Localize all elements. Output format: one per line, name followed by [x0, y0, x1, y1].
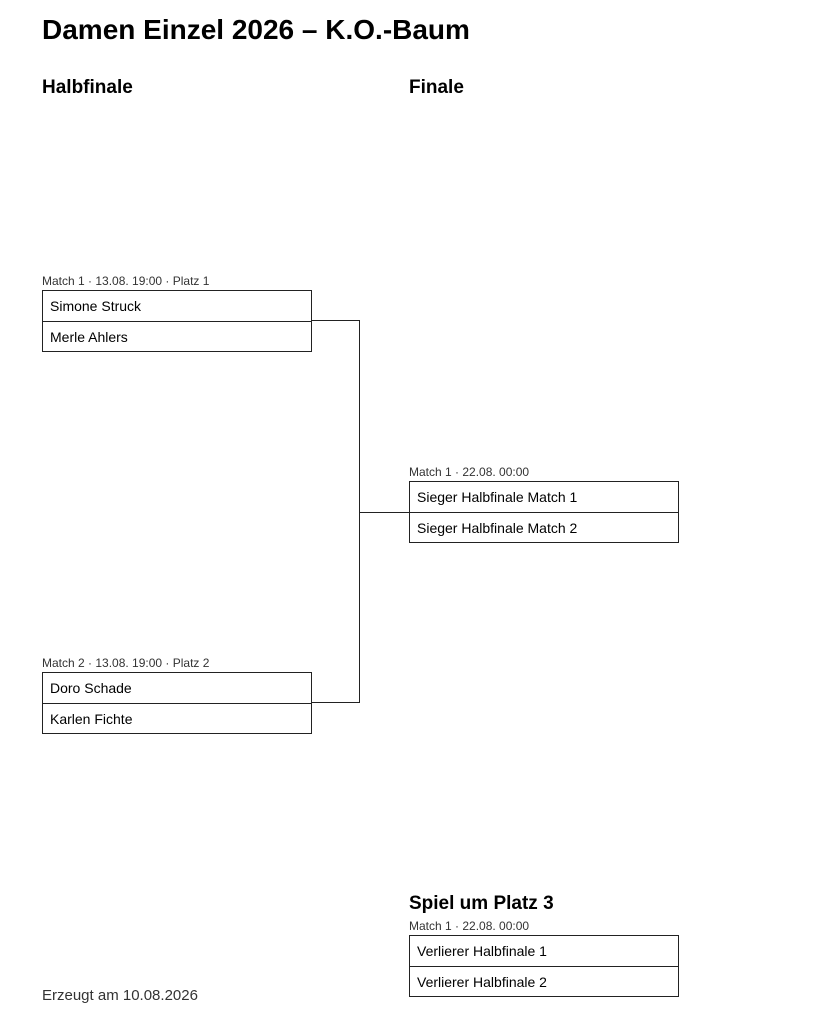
- third-place-player-2: Verlierer Halbfinale 2: [410, 966, 678, 996]
- third-place-title: Spiel um Platz 3: [409, 893, 554, 914]
- semifinal-match-2-player-2: Karlen Fichte: [43, 703, 311, 733]
- round-header-semifinal: Halbfinale: [42, 77, 133, 98]
- bracket-connector-vertical: [359, 320, 361, 703]
- semifinal-match-2-player-1: Doro Schade: [50, 680, 132, 696]
- semifinal-match-1-meta: Match 1 · 13.08. 19:00 · Platz 1: [42, 274, 210, 288]
- semifinal-match-2-meta: Match 2 · 13.08. 19:00 · Platz 2: [42, 656, 210, 670]
- final-match-player-2: Sieger Halbfinale Match 2: [410, 512, 678, 542]
- bracket-connector-top: [311, 320, 360, 322]
- generated-date: Erzeugt am 10.08.2026: [42, 987, 198, 1004]
- page-title: Damen Einzel 2026 – K.O.-Baum: [42, 14, 470, 45]
- third-place-meta: Match 1 · 22.08. 00:00: [409, 919, 530, 933]
- semifinal-match-1-player-1: Simone Struck: [50, 298, 142, 314]
- bracket-connector-bottom: [311, 702, 360, 704]
- final-match-box: Sieger Halbfinale Match 1 Sieger Halbfin…: [409, 481, 679, 543]
- round-header-final: Finale: [409, 77, 464, 98]
- third-place-box: Verlierer Halbfinale 1 Verlierer Halbfin…: [409, 935, 679, 997]
- semifinal-match-1-player-2: Merle Ahlers: [43, 321, 311, 351]
- semifinal-match-1-box: Simone Struck Merle Ahlers: [42, 290, 312, 352]
- final-match-player-1: Sieger Halbfinale Match 1: [417, 489, 578, 505]
- bracket-connector-final: [359, 512, 409, 514]
- semifinal-match-2-box: Doro Schade Karlen Fichte: [42, 672, 312, 734]
- third-place-player-1: Verlierer Halbfinale 1: [417, 943, 547, 959]
- final-match-meta: Match 1 · 22.08. 00:00: [409, 465, 530, 479]
